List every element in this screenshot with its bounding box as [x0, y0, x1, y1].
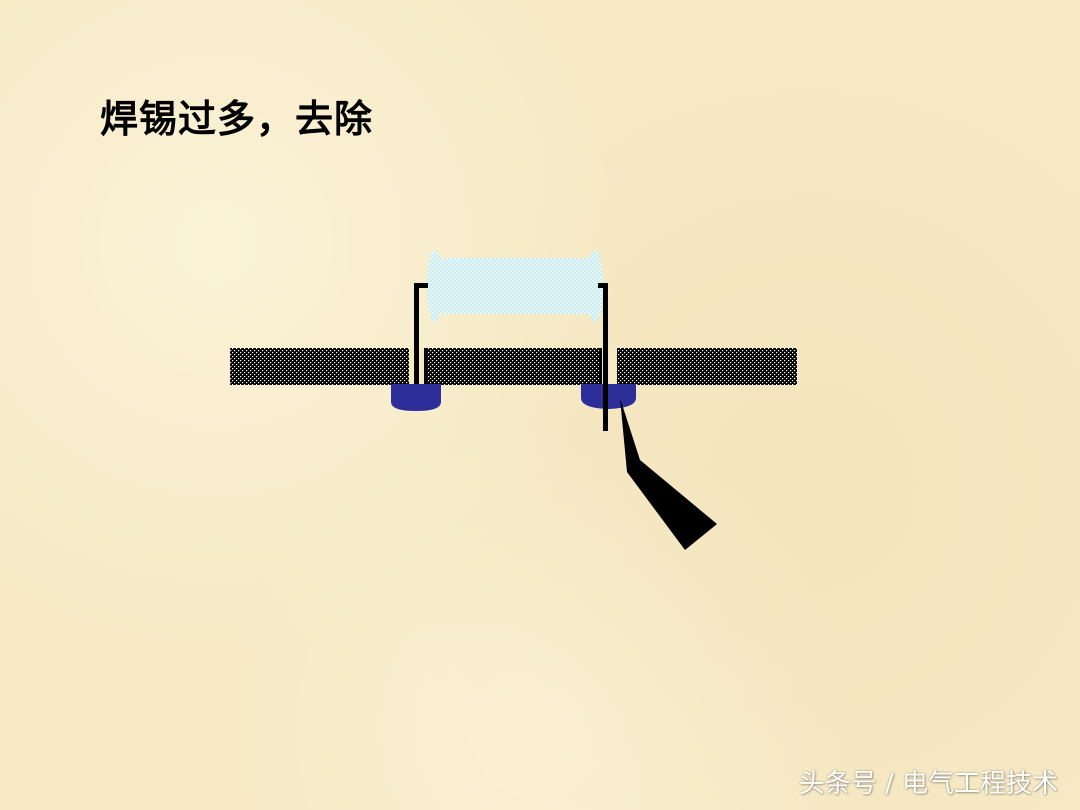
- circuit-board: [230, 348, 797, 385]
- solder-joint-right: [581, 384, 636, 409]
- soldering-iron: [620, 398, 717, 550]
- solder-joints: [391, 384, 636, 430]
- slide-title: 焊锡过多，去除: [100, 96, 374, 141]
- resistor-leads: [414, 283, 608, 431]
- watermark: 头条号 / 电气工程技术: [798, 769, 1058, 799]
- resistor-body: [427, 250, 603, 322]
- solder-joint-left: [391, 384, 441, 411]
